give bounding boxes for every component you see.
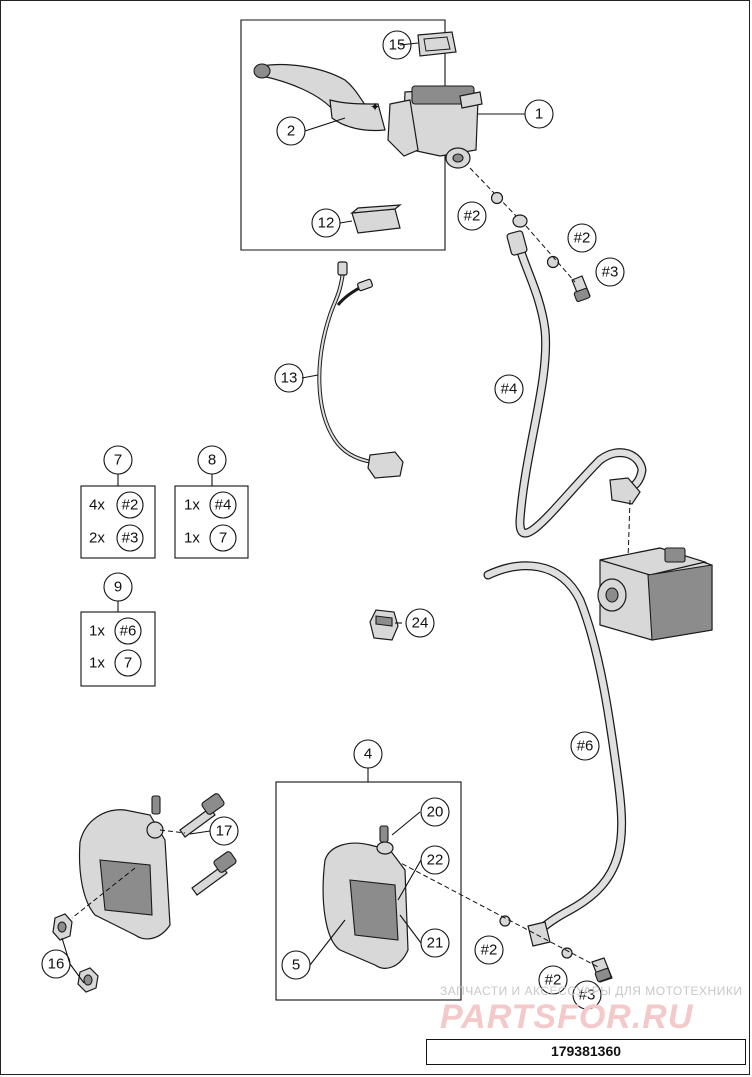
kit-9: 9 1x #6 1x 7 xyxy=(80,572,156,687)
svg-text:5: 5 xyxy=(292,957,300,974)
callout-hash2-lower-left: #2 xyxy=(474,935,504,965)
svg-text:7: 7 xyxy=(219,530,227,547)
master-cylinder-bracket xyxy=(350,204,402,234)
watermark-logo: PARTSFOR.RU xyxy=(440,998,694,1036)
svg-text:#3: #3 xyxy=(579,987,596,1004)
svg-text:24: 24 xyxy=(412,615,429,632)
svg-text:4x: 4x xyxy=(89,497,105,514)
svg-text:17: 17 xyxy=(216,823,233,840)
callout-24: 24 xyxy=(405,608,435,638)
svg-text:7: 7 xyxy=(114,452,122,469)
callout-hash6: #6 xyxy=(570,731,600,761)
svg-text:#2: #2 xyxy=(545,972,562,989)
svg-text:12: 12 xyxy=(318,215,335,232)
svg-text:#6: #6 xyxy=(577,738,594,755)
kit-8: 8 1x #4 1x 7 xyxy=(174,445,249,559)
brake-hose-upper xyxy=(514,234,646,537)
svg-text:#4: #4 xyxy=(501,381,518,398)
svg-text:#2: #2 xyxy=(574,230,591,247)
reservoir-gasket xyxy=(417,31,457,57)
svg-text:22: 22 xyxy=(427,852,444,869)
callout-hash3-lower: #3 xyxy=(572,980,602,1010)
sealing-washer-upper-a xyxy=(490,191,504,205)
svg-text:1x: 1x xyxy=(89,623,105,640)
abs-unit xyxy=(597,547,713,641)
svg-text:✦: ✦ xyxy=(370,100,380,114)
banjo-bolt-lower xyxy=(591,957,613,983)
callout-1: 1 xyxy=(524,99,554,129)
svg-text:1x: 1x xyxy=(184,530,200,547)
svg-text:16: 16 xyxy=(48,956,65,973)
svg-text:21: 21 xyxy=(427,935,444,952)
callout-21: 21 xyxy=(420,928,450,958)
svg-text:#2: #2 xyxy=(464,208,481,225)
svg-text:#2: #2 xyxy=(481,942,498,959)
callout-5: 5 xyxy=(281,950,311,980)
callout-4: 4 xyxy=(353,739,383,769)
callout-hash4: #4 xyxy=(494,374,524,404)
brake-caliper xyxy=(322,825,409,969)
watermark-tagline: ЗАПЧАСТИ И АКСЕССУАРЫ ДЛЯ МОТОТЕХНИКИ xyxy=(440,984,743,998)
svg-text:20: 20 xyxy=(427,804,444,821)
svg-text:1: 1 xyxy=(535,106,543,123)
drawing-number: 179381360 xyxy=(426,1039,746,1065)
caliper-bolt-lower xyxy=(191,851,237,896)
svg-text:8: 8 xyxy=(208,452,216,469)
svg-text:13: 13 xyxy=(281,370,298,387)
callout-15: 15 xyxy=(382,30,412,60)
master-cylinder xyxy=(387,85,483,169)
svg-text:9: 9 xyxy=(114,579,122,596)
svg-text:15: 15 xyxy=(389,37,406,54)
banjo-bolt-upper xyxy=(571,275,591,303)
brake-lever: ✦ xyxy=(253,63,386,132)
brake-light-switch-cable xyxy=(317,261,404,479)
callout-22: 22 xyxy=(420,845,450,875)
svg-text:7: 7 xyxy=(124,655,132,672)
callout-17: 17 xyxy=(209,816,239,846)
callout-hash2-upper-right: #2 xyxy=(567,223,597,253)
caliper-bracket xyxy=(78,795,171,940)
callout-16: 16 xyxy=(41,949,71,979)
nut-upper xyxy=(52,913,73,941)
svg-text:#6: #6 xyxy=(120,623,137,640)
callout-2: 2 xyxy=(276,116,306,146)
kit-7: 7 4x #2 2x #3 xyxy=(80,445,156,559)
sealing-washer-upper-b xyxy=(546,255,560,269)
callout-13: 13 xyxy=(274,363,304,393)
svg-text:4: 4 xyxy=(364,746,372,763)
svg-text:1x: 1x xyxy=(89,655,105,672)
callout-20: 20 xyxy=(420,797,450,827)
caliper-bolt-upper xyxy=(179,793,225,838)
callout-hash2-upper-left: #2 xyxy=(457,201,487,231)
callout-12: 12 xyxy=(311,208,341,238)
svg-text:2x: 2x xyxy=(89,530,105,547)
hose-clip xyxy=(369,609,399,641)
svg-text:2: 2 xyxy=(287,123,295,140)
svg-text:#3: #3 xyxy=(602,264,619,281)
sealing-washer-lower-b xyxy=(561,947,573,959)
banjo-fitting-upper xyxy=(512,214,528,228)
svg-text:#2: #2 xyxy=(122,497,139,514)
brake-hose-lower xyxy=(484,562,625,936)
svg-text:#4: #4 xyxy=(215,497,232,514)
svg-text:#3: #3 xyxy=(122,530,139,547)
svg-text:1x: 1x xyxy=(184,497,200,514)
nut-lower xyxy=(77,967,99,993)
callout-hash2-lower-right: #2 xyxy=(538,965,568,995)
callout-hash3-upper: #3 xyxy=(595,257,625,287)
